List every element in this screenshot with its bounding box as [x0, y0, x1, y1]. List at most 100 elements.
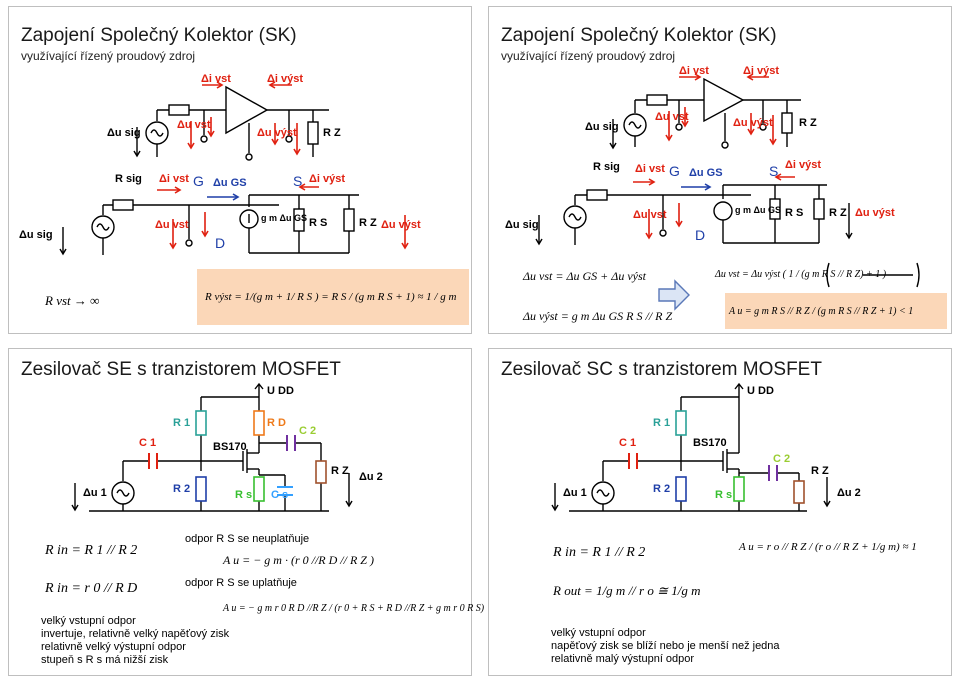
note-line: relativně velký výstupní odpor [41, 641, 186, 653]
label-g: G [193, 173, 204, 189]
slide-title: Zapojení Společný Kolektor (SK) [501, 25, 777, 46]
circuit-diagram [59, 81, 409, 256]
note-rs-applied: odpor R S se uplatňuje [185, 577, 297, 589]
label-u-vyst: Δu výst [733, 117, 773, 129]
formula-eq1: Δu vst = Δu GS + Δu výst [523, 269, 646, 283]
note-line: relativně malý výstupní odpor [551, 653, 695, 665]
label-u-sig-2: Δu sig [19, 229, 53, 241]
formula-r-vst: R vst → ∞ [45, 293, 100, 308]
label-c2: C 2 [299, 425, 317, 437]
label-rz: R Z [331, 465, 349, 477]
label-r-sig: R sig [593, 161, 620, 173]
slide-subtitle: využívající řízený proudový zdroj [501, 49, 676, 63]
label-g: G [669, 163, 680, 179]
label-r1: R 1 [653, 417, 671, 429]
label-r-z-2: R Z [829, 207, 847, 219]
slide-se-mosfet: Zesilovač SE s tranzistorem MOSFET [8, 348, 484, 676]
label-u-vst: Δu vst [655, 111, 689, 123]
circuit-diagram [71, 382, 353, 512]
label-r2: R 2 [173, 483, 191, 495]
label-d: D [695, 227, 706, 243]
label-r-z: R Z [323, 127, 341, 139]
label-u-gs: Δu GS [689, 167, 723, 179]
notes-list: velký vstupní odpor invertuje, relativně… [41, 615, 229, 667]
label-du1: Δu 1 [563, 487, 587, 499]
label-udd: U DD [747, 385, 774, 397]
label-cs: C s [271, 489, 289, 501]
label-u-sig: Δu sig [585, 121, 619, 133]
formula-eq2: Δu výst = g m Δu GS R S // R Z [523, 309, 673, 323]
label-u-sig: Δu sig [107, 127, 141, 139]
label-i-vyst: Δi výst [743, 65, 780, 77]
formula-au: A u = g m R S // R Z / (g m R S // R Z +… [729, 306, 914, 317]
label-u-sig-2: Δu sig [505, 219, 539, 231]
notes-list: velký vstupní odpor napěťový zisk se blí… [551, 627, 780, 666]
label-r-sig: R sig [115, 173, 142, 185]
label-r2: R 2 [653, 483, 671, 495]
label-du1: Δu 1 [83, 487, 107, 499]
label-r-s: R S [309, 217, 328, 229]
formula-au1: A u = − g m · (r 0 //R D // R Z ) [223, 553, 374, 567]
label-c2: C 2 [773, 453, 791, 465]
circuit-diagram [551, 382, 831, 512]
formula-rin: R in = R 1 // R 2 [553, 545, 646, 560]
formula-band [725, 293, 947, 329]
label-r1: R 1 [173, 417, 191, 429]
label-u-vst-2: Δu vst [155, 219, 189, 231]
note-line: velký vstupní odpor [551, 627, 646, 639]
note-line: invertuje, relativně velký napěťový zisk [41, 628, 230, 640]
circuit-diagram [535, 73, 920, 311]
label-i-vst-2: Δi vst [635, 163, 665, 175]
label-gm-dugs: g m Δu GS [735, 205, 781, 215]
slide-title: Zesilovač SC s tranzistorem MOSFET [501, 359, 822, 380]
label-gm-dugs: g m Δu GS [261, 213, 307, 223]
label-du2: Δu 2 [837, 487, 861, 499]
label-bs170: BS170 [693, 437, 727, 449]
slide-title: Zesilovač SE s tranzistorem MOSFET [21, 359, 341, 380]
label-i-vst: Δi vst [679, 65, 709, 77]
note-line: velký vstupní odpor [41, 615, 136, 627]
label-udd: U DD [267, 385, 294, 397]
label-d: D [215, 235, 226, 251]
label-r-z: R Z [799, 117, 817, 129]
slide-sc-mosfet: Zesilovač SC s tranzistorem MOSFET [488, 348, 952, 676]
label-s: S [769, 163, 779, 179]
formula-rout: R out = 1/g m // r o ≅ 1/g m [553, 583, 701, 598]
label-c1: C 1 [139, 437, 157, 449]
label-rs: R s [235, 489, 253, 501]
formula-rin2: R in = r 0 // R D [45, 581, 138, 596]
label-i-vst-2: Δi vst [159, 173, 189, 185]
note-line: napěťový zisk se blíží nebo je menší než… [551, 640, 780, 652]
label-u-vyst-2: Δu výst [855, 207, 895, 219]
label-i-vyst-2: Δi výst [785, 159, 822, 171]
note-line: stupeň s R s má nižší zisk [41, 654, 169, 666]
slide-title: Zapojení Společný Kolektor (SK) [21, 25, 297, 46]
label-u-vst: Δu vst [177, 119, 211, 131]
label-rd: R D [267, 417, 286, 429]
label-i-vyst-2: Δi výst [309, 173, 346, 185]
formula-au: A u = r o // R Z / (r o // R Z + 1/g m) … [739, 541, 917, 553]
label-u-vyst-2: Δu výst [381, 219, 421, 231]
formula-band [197, 269, 469, 325]
label-du2: Δu 2 [359, 471, 383, 483]
label-r-z-2: R Z [359, 217, 377, 229]
label-u-vst-2: Δu vst [633, 209, 667, 221]
label-c1: C 1 [619, 437, 637, 449]
slide-sk-controlled-source: Zapojení Společný Kolektor (SK) využívaj… [8, 6, 472, 334]
slide-subtitle: využívající řízený proudový zdroj [21, 49, 196, 63]
label-rs: R s [715, 489, 733, 501]
formula-au2: A u = − g m r 0 R D //R Z / (r 0 + R S +… [223, 603, 485, 614]
label-i-vst: Δi vst [201, 73, 231, 85]
formula-eq3: Δu vst = Δu výst ( 1 / (g m R S // R Z) … [715, 269, 887, 280]
slide-sk-derivation: Zapojení Společný Kolektor (SK) využívaj… [488, 6, 952, 334]
label-r-s: R S [785, 207, 804, 219]
formula-rin1: R in = R 1 // R 2 [45, 543, 138, 558]
label-u-vyst: Δu výst [257, 127, 297, 139]
label-u-gs: Δu GS [213, 177, 247, 189]
formula-r-vyst: R výst = 1/(g m + 1/ R S ) = R S / (g m … [205, 291, 457, 303]
label-i-vyst: Δi výst [267, 73, 304, 85]
note-rs-not-applied: odpor R S se neuplatňuje [185, 533, 310, 545]
label-rz: R Z [811, 465, 829, 477]
label-s: S [293, 173, 303, 189]
label-bs170: BS170 [213, 441, 247, 453]
